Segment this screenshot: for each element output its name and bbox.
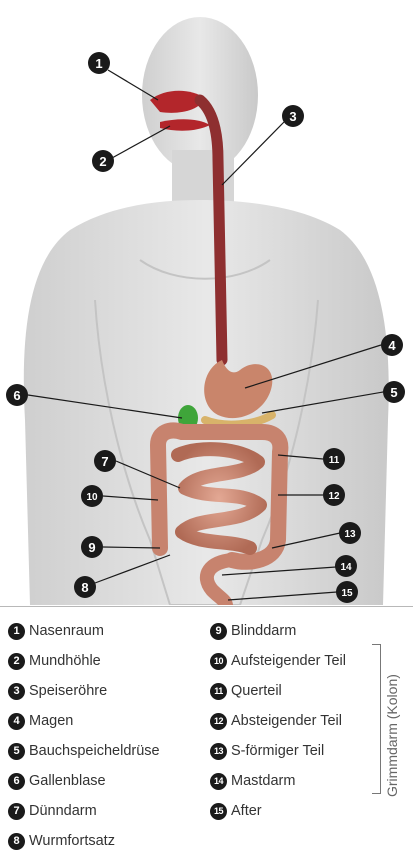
legend-label: Querteil [231,683,282,699]
number-badge: 10 [210,653,227,670]
legend-label: After [231,803,262,819]
callout-label: 8 [81,580,88,595]
callout-3: 3 [282,105,304,127]
number-badge: 11 [210,683,227,700]
number-badge: 12 [210,713,227,730]
number-badge: 6 [8,773,25,790]
callout-label: 5 [390,385,397,400]
callout-label: 9 [88,540,95,555]
digestive-system-figure: 1 2 3 4 5 6 7 8 9 10 11 12 13 14 15 [0,0,413,605]
callout-7: 7 [94,450,116,472]
legend-label: Gallenblase [29,773,106,789]
number-badge: 14 [210,773,227,790]
callout-label: 15 [341,588,353,599]
number-badge: 1 [8,623,25,640]
callout-label: 13 [344,529,356,540]
callout-label: 4 [388,338,396,353]
legend-label: Aufsteigender Teil [231,653,346,669]
number-badge: 7 [8,803,25,820]
legend-label: Wurmfortsatz [29,833,115,849]
callout-8: 8 [74,576,96,598]
number-badge: 13 [210,743,227,760]
legend-label: Absteigender Teil [231,713,342,729]
number-badge: 5 [8,743,25,760]
callout-12: 12 [323,484,345,506]
callout-label: 1 [95,56,102,71]
callout-4: 4 [381,334,403,356]
callout-label: 12 [328,491,340,502]
callout-10: 10 [81,485,103,507]
legend-label: Bauchspeicheldrüse [29,743,160,759]
callout-2: 2 [92,150,114,172]
number-badge: 2 [8,653,25,670]
callout-label: 11 [329,455,340,466]
callout-9: 9 [81,536,103,558]
number-badge: 9 [210,623,227,640]
number-badge: 4 [8,713,25,730]
callout-5: 5 [383,381,405,403]
callout-label: 7 [101,454,108,469]
legend-label: Dünndarm [29,803,97,819]
callout-label: 3 [289,109,296,124]
callout-label: 14 [340,562,352,573]
colon-group-label: Grimmdarm (Kolon) [384,674,400,797]
callout-1: 1 [88,52,110,74]
number-badge: 3 [8,683,25,700]
colon-group-bracket [372,644,381,794]
callout-11: 11 [323,448,345,470]
callout-label: 6 [13,388,20,403]
callout-15: 15 [336,581,358,603]
legend-label: Speiseröhre [29,683,107,699]
legend-label: Blinddarm [231,623,296,639]
legend-label: Nasenraum [29,623,104,639]
callout-13: 13 [339,522,361,544]
legend-label: S-förmiger Teil [231,743,324,759]
legend-label: Mastdarm [231,773,295,789]
callout-14: 14 [335,555,357,577]
legend-label: Mundhöhle [29,653,101,669]
number-badge: 8 [8,833,25,850]
number-badge: 15 [210,803,227,820]
legend-label: Magen [29,713,73,729]
callout-6: 6 [6,384,28,406]
callout-label: 2 [99,154,106,169]
callout-label: 10 [86,492,98,503]
